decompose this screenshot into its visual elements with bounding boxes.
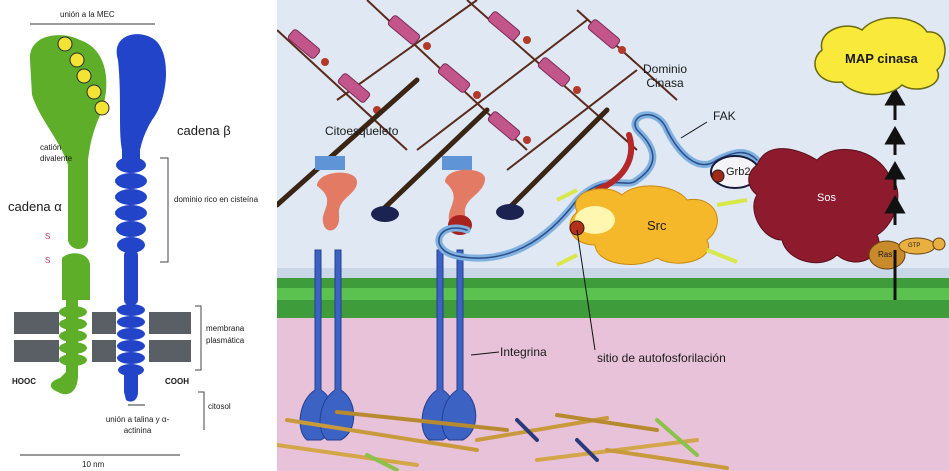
disulfide-s1: S	[45, 233, 50, 241]
fak-signaling-drawing	[277, 0, 949, 471]
ecm-binding-label: unión a la MEC	[60, 11, 115, 19]
cysteine-domain-label: dominio rico en cisteína	[174, 194, 264, 206]
hooc-label: HOOC	[12, 378, 36, 386]
integrin-label: Integrina	[500, 346, 547, 358]
autophosphorylation-site-label: sitio de autofosforilación	[597, 352, 726, 364]
talin-binding-label: unión a talina y α-actinina	[100, 414, 175, 436]
integrin-structure-panel: unión a la MEC catión divalente cadena β…	[0, 0, 270, 471]
src-label: Src	[647, 219, 667, 232]
cytoskeleton-label: Citoesqueleto	[325, 125, 398, 137]
alpha-chain-label: cadena α	[8, 200, 62, 213]
grb2-label: Grb2	[726, 167, 750, 178]
disulfide-s2: S	[45, 257, 50, 265]
kinase-domain-label: Dominio Cinasa	[635, 62, 695, 90]
scale-label: 10 nm	[82, 461, 104, 469]
divalent-cation-label: catión divalente	[40, 142, 80, 164]
plasma-membrane-label: membrana plasmática	[206, 323, 266, 347]
cooh-label: COOH	[165, 378, 189, 386]
map-kinase-label: MAP cinasa	[845, 52, 918, 65]
sos-label: Sos	[817, 193, 836, 204]
plasma-membrane-blocks	[14, 312, 191, 362]
gtp-label: GTP	[908, 243, 920, 249]
integrin-structure-drawing	[0, 0, 270, 471]
fak-label: FAK	[713, 110, 736, 122]
cytosol-label: citosol	[208, 403, 231, 411]
ras-label: Ras	[878, 251, 892, 259]
beta-chain-label: cadena β	[177, 124, 231, 137]
cytosol-background	[277, 318, 949, 471]
fak-signaling-panel: Citoesqueleto Dominio Cinasa FAK Grb2 So…	[277, 0, 949, 471]
